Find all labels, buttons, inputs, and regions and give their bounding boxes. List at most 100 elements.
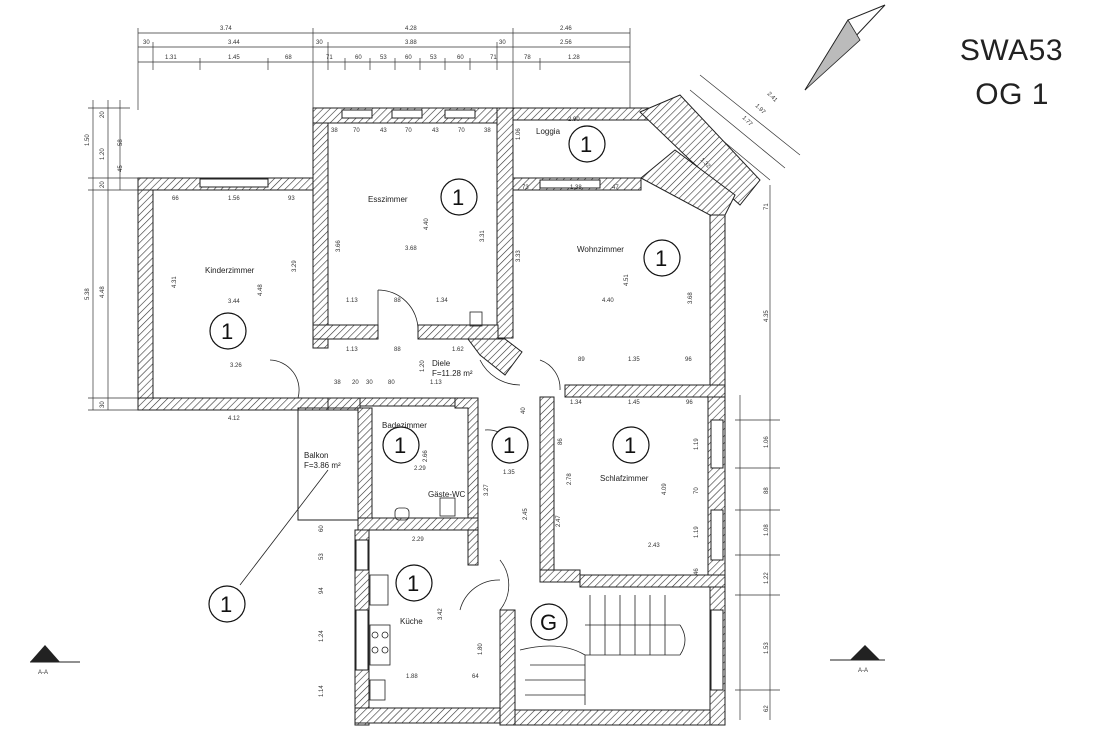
svg-text:70: 70: [405, 128, 412, 134]
svg-text:62: 62: [764, 705, 770, 712]
svg-text:1.50: 1.50: [85, 134, 91, 146]
svg-text:3.29: 3.29: [292, 260, 298, 272]
svg-text:1.24: 1.24: [319, 630, 325, 642]
svg-text:3.68: 3.68: [405, 246, 417, 252]
door-swings: [269, 289, 561, 611]
svg-text:3.31: 3.31: [480, 230, 486, 242]
svg-text:1.22: 1.22: [764, 572, 770, 584]
tag-schlafzimmer: 1: [612, 426, 650, 464]
svg-text:4.51: 4.51: [624, 274, 630, 286]
section-marker-left: A-A: [30, 645, 80, 676]
label-diele: Diele: [432, 359, 451, 368]
svg-text:1: 1: [220, 592, 232, 617]
top-dimension-lines: [137, 28, 631, 110]
svg-text:4.48: 4.48: [258, 284, 264, 296]
svg-text:78: 78: [524, 55, 531, 61]
svg-text:1: 1: [221, 319, 233, 344]
svg-text:1.13: 1.13: [430, 380, 442, 386]
svg-text:2.41: 2.41: [766, 91, 779, 104]
svg-text:1.20: 1.20: [100, 148, 106, 160]
svg-text:1: 1: [655, 246, 667, 271]
svg-text:64: 64: [472, 674, 479, 680]
svg-text:46: 46: [694, 568, 700, 575]
room-labels: Kinderzimmer Esszimmer Wohnzimmer Loggia…: [205, 127, 649, 626]
label-loggia: Loggia: [536, 127, 561, 136]
svg-text:2.78: 2.78: [567, 473, 573, 485]
svg-text:2.90: 2.90: [568, 117, 580, 123]
svg-text:88: 88: [394, 347, 401, 353]
svg-text:71: 71: [764, 203, 770, 210]
svg-text:2.47: 2.47: [556, 515, 562, 527]
svg-text:3.42: 3.42: [438, 608, 444, 620]
svg-text:1.62: 1.62: [452, 347, 464, 353]
label-schlafzimmer: Schlafzimmer: [600, 474, 649, 483]
svg-text:70: 70: [353, 128, 360, 134]
section-marker-right: A-A: [830, 645, 885, 674]
svg-text:1.45: 1.45: [228, 55, 240, 61]
svg-text:38: 38: [484, 128, 491, 134]
svg-text:30: 30: [143, 40, 150, 46]
label-esszimmer: Esszimmer: [368, 195, 408, 204]
svg-text:20: 20: [100, 181, 106, 188]
svg-text:86: 86: [558, 438, 564, 445]
svg-text:1.06: 1.06: [764, 436, 770, 448]
svg-text:53: 53: [319, 553, 325, 560]
right-dimension-lines: [735, 185, 780, 720]
svg-text:1.80: 1.80: [478, 643, 484, 655]
svg-text:88: 88: [394, 298, 401, 304]
room-tags: 1 1 1 1 1 1 1 1 1 G: [208, 125, 681, 641]
dimension-texts-kinderzimmer: 66 1.56 93 4.31 3.44 4.48 3.29 3.26 4.12: [172, 196, 298, 422]
svg-text:3.26: 3.26: [230, 363, 242, 369]
svg-text:1.19: 1.19: [694, 438, 700, 450]
svg-text:45: 45: [118, 165, 124, 172]
svg-text:2.43: 2.43: [648, 543, 660, 549]
svg-text:1.88: 1.88: [406, 674, 418, 680]
tag-diele: 1: [491, 426, 529, 464]
kitchen-fixtures: [369, 311, 483, 701]
dimension-texts-stair: 1.53 62: [764, 642, 770, 712]
tag-loggia: 1: [568, 125, 606, 163]
svg-text:88: 88: [764, 487, 770, 494]
svg-text:1: 1: [624, 433, 636, 458]
dimension-texts-top: 3.74 4.28 2.46 30 3.44 30 3.88 30 2.56 1…: [143, 26, 580, 61]
svg-text:3.44: 3.44: [228, 40, 240, 46]
tag-kinderzimmer: 1: [209, 312, 247, 350]
svg-text:1.77: 1.77: [741, 115, 754, 128]
svg-text:53: 53: [430, 55, 437, 61]
svg-text:38: 38: [334, 380, 341, 386]
svg-text:2.29: 2.29: [412, 537, 424, 543]
svg-text:1.34: 1.34: [570, 400, 582, 406]
tag-balkon: 1: [208, 585, 246, 623]
svg-text:4.40: 4.40: [602, 298, 614, 304]
svg-text:47: 47: [612, 185, 619, 191]
svg-text:30: 30: [100, 401, 106, 408]
svg-text:3.68: 3.68: [688, 292, 694, 304]
dimension-texts-esszimmer: 38 70 43 70 43 70 38 3.66 3.68 4.40 3.31…: [331, 128, 491, 304]
svg-text:3.33: 3.33: [516, 250, 522, 262]
dimension-texts-schlafzimmer: 1.34 1.45 96 1.19 70 1.19 4.09 2.78 2.47…: [556, 400, 770, 584]
svg-text:89: 89: [578, 357, 585, 363]
svg-text:70: 70: [694, 487, 700, 494]
svg-text:1.20: 1.20: [420, 360, 426, 372]
svg-text:20: 20: [352, 380, 359, 386]
tag-kueche: 1: [395, 564, 433, 602]
svg-text:1.53: 1.53: [764, 642, 770, 654]
svg-text:4.12: 4.12: [228, 416, 240, 422]
svg-text:4.09: 4.09: [662, 483, 668, 495]
svg-text:1.08: 1.08: [764, 524, 770, 536]
svg-text:43: 43: [432, 128, 439, 134]
svg-text:66: 66: [172, 196, 179, 202]
balkon-leader-line: [239, 469, 329, 586]
svg-text:30: 30: [316, 40, 323, 46]
svg-text:G: G: [540, 610, 557, 635]
svg-text:5.38: 5.38: [85, 288, 91, 300]
svg-text:1: 1: [503, 433, 515, 458]
label-gaeste-wc: Gäste-WC: [428, 490, 466, 499]
svg-text:96: 96: [686, 400, 693, 406]
svg-text:1.13: 1.13: [346, 347, 358, 353]
label-balkon: Balkon: [304, 451, 328, 460]
svg-text:60: 60: [457, 55, 464, 61]
label-wohnzimmer: Wohnzimmer: [577, 245, 624, 254]
svg-text:80: 80: [388, 380, 395, 386]
svg-text:4.31: 4.31: [172, 276, 178, 288]
